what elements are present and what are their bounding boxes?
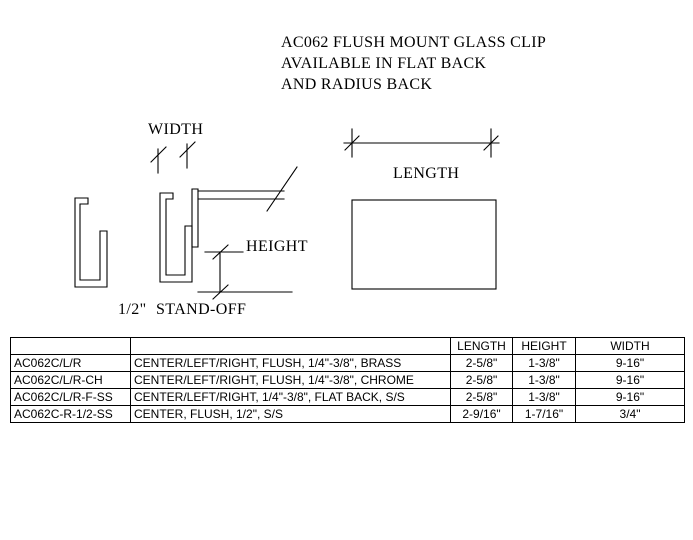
- height-cell: 1-7/16": [512, 405, 576, 423]
- spec-table: LENGTH HEIGHT WIDTH AC062C/L/R CENTER/LE…: [10, 337, 685, 423]
- length-cell: 2-5/8": [450, 354, 513, 372]
- length-cell: 2-9/16": [450, 405, 513, 423]
- length-dim-label: LENGTH: [393, 165, 459, 182]
- width-cell: 9-16": [575, 371, 685, 389]
- part-number-cell: AC062C-R-1/2-SS: [10, 405, 131, 423]
- table-row: AC062C/L/R CENTER/LEFT/RIGHT, FLUSH, 1/4…: [10, 354, 685, 372]
- width-dim-label: WIDTH: [148, 121, 203, 138]
- title-line-3: AND RADIUS BACK: [281, 76, 433, 93]
- title-line-1: AC062 FLUSH MOUNT GLASS CLIP: [281, 34, 547, 51]
- clip-back-plate: [191, 188, 199, 248]
- table-row: AC062C-R-1/2-SS CENTER, FLUSH, 1/2", S/S…: [10, 405, 685, 423]
- clip-profile-flat-back: [159, 192, 193, 283]
- height-dim-label: HEIGHT: [246, 238, 308, 255]
- length-cell: 2-5/8": [450, 388, 513, 406]
- header-height: HEIGHT: [512, 337, 576, 355]
- header-length: LENGTH: [450, 337, 513, 355]
- width-cell: 9-16": [575, 388, 685, 406]
- height-cell: 1-3/8": [512, 354, 576, 372]
- part-number-cell: AC062C/L/R-F-SS: [10, 388, 131, 406]
- clip-top-view-outline: [351, 199, 497, 290]
- top-leader-tick: [266, 166, 298, 212]
- table-row: AC062C/L/R-CH CENTER/LEFT/RIGHT, FLUSH, …: [10, 371, 685, 389]
- length-tick-right: [483, 135, 499, 151]
- drawing-linework: [74, 128, 500, 300]
- height-tick-top: [212, 244, 229, 260]
- part-number-cell: AC062C/L/R: [10, 354, 131, 372]
- title-line-2: AVAILABLE IN FLAT BACK: [281, 55, 487, 72]
- description-cell: CENTER/LEFT/RIGHT, FLUSH, 1/4"-3/8", CHR…: [130, 371, 451, 389]
- description-cell: CENTER/LEFT/RIGHT, FLUSH, 1/4"-3/8", BRA…: [130, 354, 451, 372]
- product-title: AC062 FLUSH MOUNT GLASS CLIP AVAILABLE I…: [281, 32, 546, 95]
- header-part-number: [10, 337, 131, 355]
- width-tick-left: [150, 146, 167, 163]
- width-tick-right: [179, 141, 196, 158]
- header-description: [130, 337, 451, 355]
- standoff-dim-label: STAND-OFF: [156, 301, 246, 318]
- description-cell: CENTER/LEFT/RIGHT, 1/4"-3/8", FLAT BACK,…: [130, 388, 451, 406]
- length-tick-left: [344, 135, 360, 151]
- width-cell: 9-16": [575, 354, 685, 372]
- height-cell: 1-3/8": [512, 371, 576, 389]
- technical-drawing: WIDTH HEIGHT LENGTH 1/2" STAND-OFF: [74, 121, 500, 318]
- standoff-value-label: 1/2": [118, 301, 147, 318]
- length-cell: 2-5/8": [450, 371, 513, 389]
- part-number-cell: AC062C/L/R-CH: [10, 371, 131, 389]
- clip-profile-radius-back: [74, 197, 108, 288]
- table-row: AC062C/L/R-F-SS CENTER/LEFT/RIGHT, 1/4"-…: [10, 388, 685, 406]
- width-cell: 3/4": [575, 405, 685, 423]
- table-header-row: LENGTH HEIGHT WIDTH: [10, 337, 685, 355]
- height-cell: 1-3/8": [512, 388, 576, 406]
- description-cell: CENTER, FLUSH, 1/2", S/S: [130, 405, 451, 423]
- header-width: WIDTH: [575, 337, 685, 355]
